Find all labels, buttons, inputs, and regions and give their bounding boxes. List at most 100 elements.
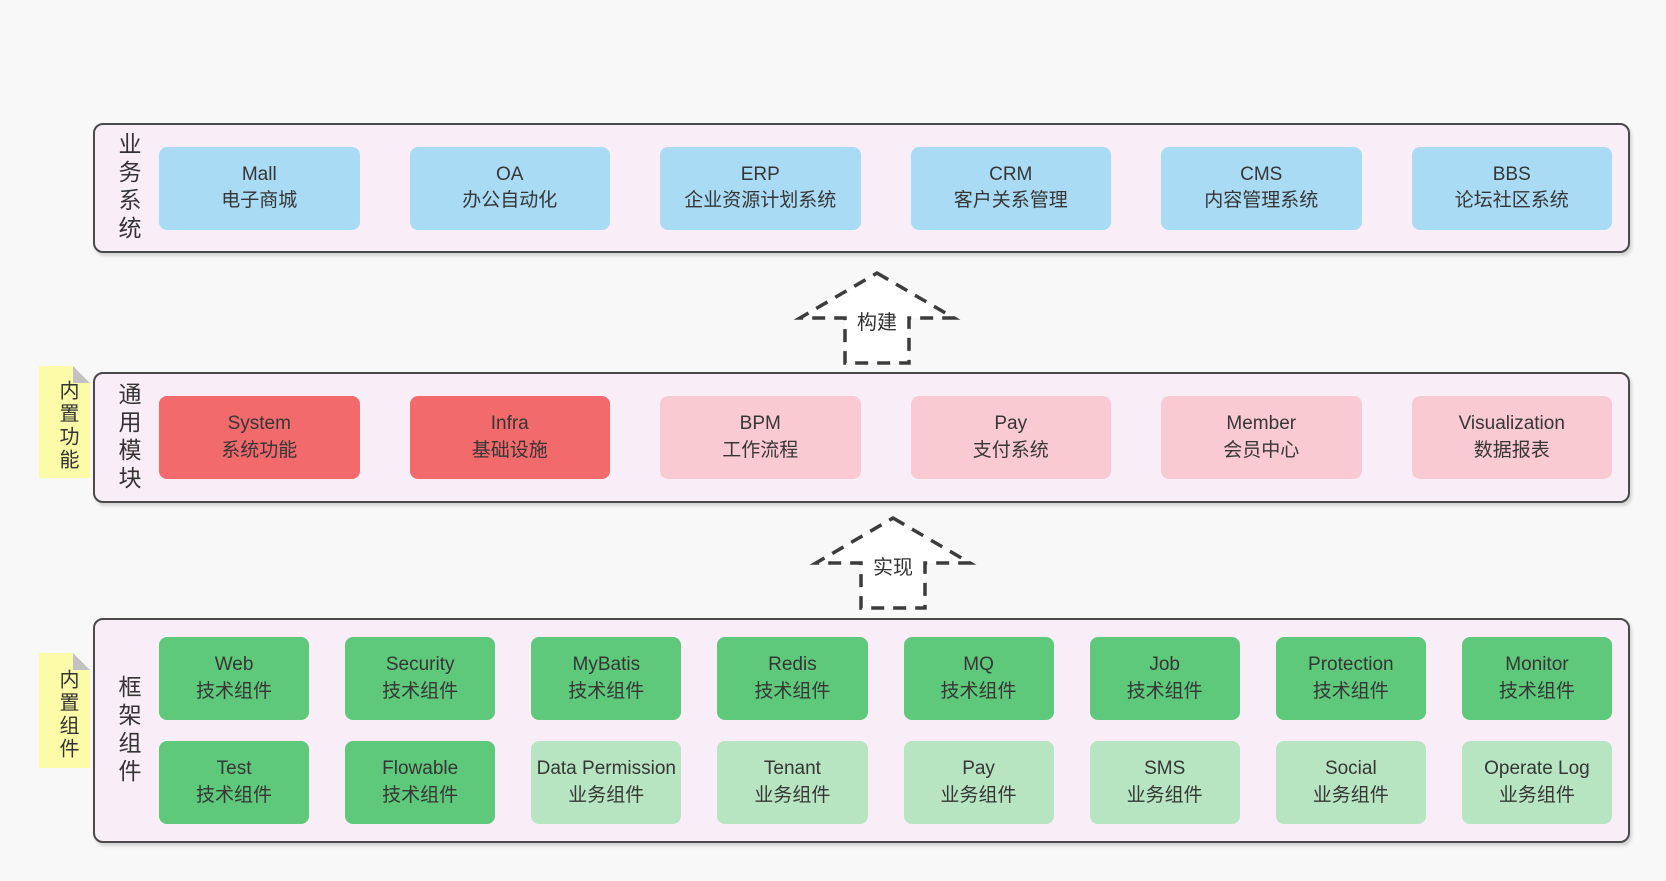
box-job: Job 技术组件 (1089, 637, 1240, 720)
box-protection: Protection 技术组件 (1275, 637, 1426, 720)
box-title: Visualization (1458, 413, 1565, 435)
box-security: Security 技术组件 (345, 637, 496, 720)
build-arrow: 构建 (793, 270, 961, 366)
box-system: System 系统功能 (159, 396, 360, 479)
layer-common-modules: 通用模块 System 系统功能 Infra 基础设施 BPM 工作流程 Pay… (93, 372, 1630, 503)
box-subtitle: 客户关系管理 (953, 190, 1068, 211)
box-subtitle: 业务组件 (568, 784, 645, 806)
box-title: System (227, 413, 291, 435)
box-subtitle: 技术组件 (1312, 680, 1389, 702)
box-subtitle: 技术组件 (1126, 680, 1203, 702)
box-title: CMS (1240, 163, 1283, 185)
box-title: Monitor (1505, 654, 1569, 676)
box-bpm: BPM 工作流程 (660, 396, 861, 479)
layer-label-framework: 框架组件 (115, 674, 141, 787)
box-subtitle: 论坛社区系统 (1454, 190, 1569, 211)
box-subtitle: 技术组件 (754, 680, 831, 702)
box-subtitle: 技术组件 (382, 784, 459, 806)
box-title: Infra (490, 413, 529, 435)
layer-label-modules: 通用模块 (115, 381, 141, 494)
box-title: Security (385, 654, 455, 676)
box-title: Test (216, 758, 252, 780)
framework-boxes: Web 技术组件 Security 技术组件 MyBatis 技术组件 Redi… (151, 620, 1628, 841)
layer-framework-components: 框架组件 Web 技术组件 Security 技术组件 MyBatis 技术组件… (93, 618, 1630, 843)
box-title: Member (1226, 413, 1297, 435)
box-title: Pay (962, 758, 995, 780)
note-text: 内置组件 (56, 668, 78, 761)
box-title: Redis (768, 654, 817, 676)
box-subtitle: 业务组件 (940, 784, 1017, 806)
box-title: SMS (1144, 758, 1186, 780)
box-subtitle: 技术组件 (196, 784, 273, 806)
build-arrow-label: 构建 (854, 306, 900, 335)
box-data-permission: Data Permission 业务组件 (531, 741, 682, 824)
box-monitor: Monitor 技术组件 (1461, 637, 1612, 720)
business-boxes: Mall 电子商城 OA 办公自动化 ERP 企业资源计划系统 CRM 客户关系… (151, 125, 1628, 251)
layer-business-systems: 业务系统 Mall 电子商城 OA 办公自动化 ERP 企业资源计划系统 CRM… (93, 123, 1630, 253)
layer-label-business: 业务系统 (115, 132, 141, 244)
box-flowable: Flowable 技术组件 (345, 741, 496, 824)
box-title: Web (214, 654, 254, 676)
box-pay-module: Pay 支付系统 (910, 396, 1111, 479)
box-subtitle: 会员中心 (1223, 439, 1300, 461)
box-title: MyBatis (572, 654, 641, 676)
box-subtitle: 技术组件 (382, 680, 459, 702)
box-operate-log: Operate Log 业务组件 (1461, 741, 1612, 824)
box-infra: Infra 基础设施 (409, 396, 610, 479)
box-social: Social 业务组件 (1275, 741, 1426, 824)
box-title: Mall (241, 163, 277, 185)
box-subtitle: 技术组件 (940, 680, 1017, 702)
box-subtitle: 内容管理系统 (1204, 190, 1319, 211)
sticky-note-builtin-components: 内置组件 (39, 653, 90, 768)
sticky-note-builtin-features: 内置功能 (39, 366, 90, 478)
box-tenant: Tenant 业务组件 (717, 741, 868, 824)
box-redis: Redis 技术组件 (717, 637, 868, 720)
box-subtitle: 技术组件 (196, 680, 273, 702)
box-mq: MQ 技术组件 (903, 637, 1054, 720)
box-member: Member 会员中心 (1161, 396, 1362, 479)
box-title: Job (1149, 654, 1180, 676)
box-crm: CRM 客户关系管理 (910, 146, 1111, 230)
box-sms: SMS 业务组件 (1089, 741, 1240, 824)
box-subtitle: 技术组件 (568, 680, 645, 702)
box-subtitle: 业务组件 (754, 784, 831, 806)
box-subtitle: 支付系统 (972, 439, 1049, 461)
box-subtitle: 系统功能 (221, 439, 298, 461)
box-title: ERP (740, 163, 780, 185)
box-title: Social (1324, 758, 1377, 780)
box-title: Pay (994, 413, 1028, 435)
box-title: Flowable (382, 758, 459, 780)
box-test: Test 技术组件 (159, 741, 310, 824)
box-cms: CMS 内容管理系统 (1161, 146, 1362, 230)
box-title: BPM (739, 413, 781, 435)
box-oa: OA 办公自动化 (409, 146, 610, 230)
box-title: Operate Log (1484, 758, 1590, 780)
box-erp: ERP 企业资源计划系统 (660, 146, 861, 230)
box-subtitle: 工作流程 (722, 439, 799, 461)
box-web: Web 技术组件 (159, 637, 310, 720)
box-subtitle: 数据报表 (1473, 439, 1550, 461)
box-title: Data Permission (536, 758, 676, 780)
box-subtitle: 业务组件 (1498, 784, 1575, 806)
module-boxes: System 系统功能 Infra 基础设施 BPM 工作流程 Pay 支付系统… (151, 374, 1628, 501)
box-title: Protection (1308, 654, 1394, 676)
box-subtitle: 企业资源计划系统 (684, 190, 837, 211)
box-subtitle: 电子商城 (221, 190, 298, 211)
box-mall: Mall 电子商城 (159, 146, 360, 230)
box-title: Tenant (763, 758, 821, 780)
implement-arrow: 实现 (809, 515, 977, 611)
box-subtitle: 办公自动化 (462, 190, 558, 211)
box-bbs: BBS 论坛社区系统 (1411, 146, 1612, 230)
box-mybatis: MyBatis 技术组件 (531, 637, 682, 720)
box-title: MQ (963, 654, 994, 676)
box-subtitle: 基础设施 (471, 439, 548, 461)
note-text: 内置功能 (56, 380, 78, 472)
box-title: OA (496, 163, 524, 185)
implement-arrow-label: 实现 (870, 551, 916, 580)
box-visualization: Visualization 数据报表 (1411, 396, 1612, 479)
box-subtitle: 技术组件 (1498, 680, 1575, 702)
box-subtitle: 业务组件 (1126, 784, 1203, 806)
box-title: CRM (989, 163, 1033, 185)
box-pay-component: Pay 业务组件 (903, 741, 1054, 824)
box-title: BBS (1492, 163, 1531, 185)
